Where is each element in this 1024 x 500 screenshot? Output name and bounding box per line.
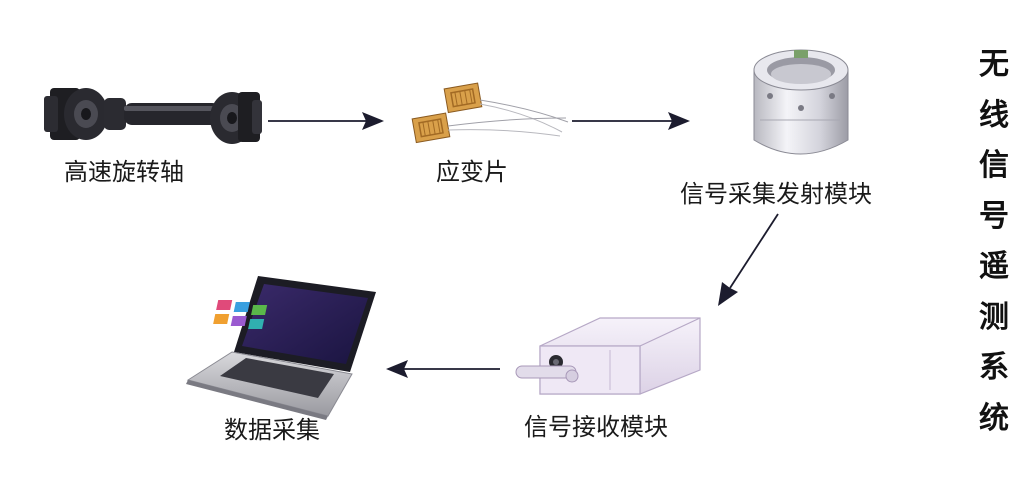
- strain-gauge-image: [411, 82, 569, 144]
- label-strain-gauge: 应变片: [436, 158, 508, 186]
- label-data-acquisition: 数据采集: [224, 416, 320, 444]
- transmitter-image: [753, 49, 849, 155]
- label-receiver: 信号接收模块: [524, 413, 668, 441]
- arrow-gauge-to-transmitter: [572, 112, 690, 130]
- arrow-receiver-to-laptop: [386, 360, 500, 378]
- receiver-image: [515, 317, 701, 395]
- laptop-image: [186, 276, 376, 420]
- label-transmitter: 信号采集发射模块: [680, 180, 872, 208]
- arrow-transmitter-to-receiver: [718, 213, 779, 306]
- shaft-image: [44, 88, 262, 144]
- label-shaft: 高速旋转轴: [64, 158, 184, 186]
- arrow-shaft-to-gauge: [268, 112, 384, 130]
- vertical-title: 无线信号遥测系统: [979, 47, 1009, 436]
